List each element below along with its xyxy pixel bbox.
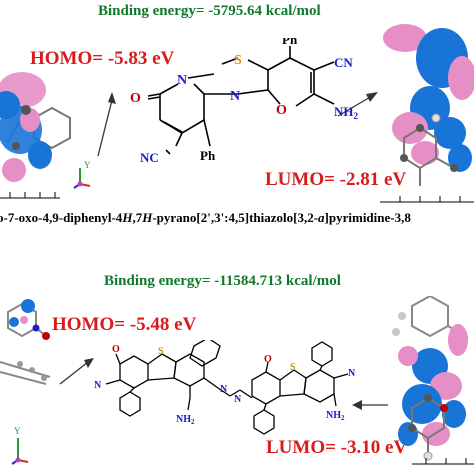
arrow-homo-to-structure-1 [97,92,116,157]
arrow-lumo-to-structure-2 [352,400,388,410]
label-cn-right: CN [334,55,353,70]
atom-azo-n-2: N [234,394,242,405]
label-nh2-left: NH2 [176,414,195,426]
label-ph-top: Ph [282,38,298,47]
label-nh2-right: NH2 [326,410,345,422]
label-ph-bottom: Ph [200,148,216,163]
atom-n-1: N [177,73,187,88]
chemical-structure-2: O S N NH2 N N O S N NH2 [94,340,356,435]
atom-nc-left: N [94,380,102,391]
atom-s-right: S [290,362,296,373]
atom-cn-right: N [348,368,356,379]
axis-triad-2: Y [11,426,29,465]
homo-label-1: HOMO= -5.83 eV [30,48,175,69]
axis-y-label-1: Y [84,160,91,170]
homo-label-2: HOMO= -5.48 eV [52,314,197,335]
lumo-orbital-image-2 [392,296,474,465]
lumo-label-2: LUMO= -3.10 eV [266,437,408,458]
atom-o-left: O [112,344,120,355]
label-nc-left: NC [140,150,159,165]
arrow-structure-to-lumo-1 [337,92,378,117]
atom-o-carbonyl: O [130,91,141,106]
arrow-homo-to-structure-2 [59,358,94,385]
homo-orbital-image-2 [0,299,51,385]
axis-triad-1: Y [73,160,91,189]
compound-caption-1: o-7-oxo-4,9-diphenyl-4H,7H-pyrano[2',3':… [0,210,411,225]
atom-s-left: S [158,346,164,357]
lumo-label-1: LUMO= -2.81 eV [265,169,407,190]
atom-n-2: N [230,89,240,104]
atom-o-right: O [264,354,272,365]
binding-energy-1: Binding energy= -5795.64 kcal/mol [98,3,321,19]
binding-energy-2: Binding energy= -11584.713 kcal/mol [104,273,341,289]
atom-s: S [234,53,242,68]
homo-orbital-image-1 [0,72,71,199]
axis-y-label-2: Y [14,426,21,436]
atom-azo-n-1: N [220,384,228,395]
lumo-orbital-image-1 [380,24,474,203]
atom-o-ring: O [276,103,287,118]
